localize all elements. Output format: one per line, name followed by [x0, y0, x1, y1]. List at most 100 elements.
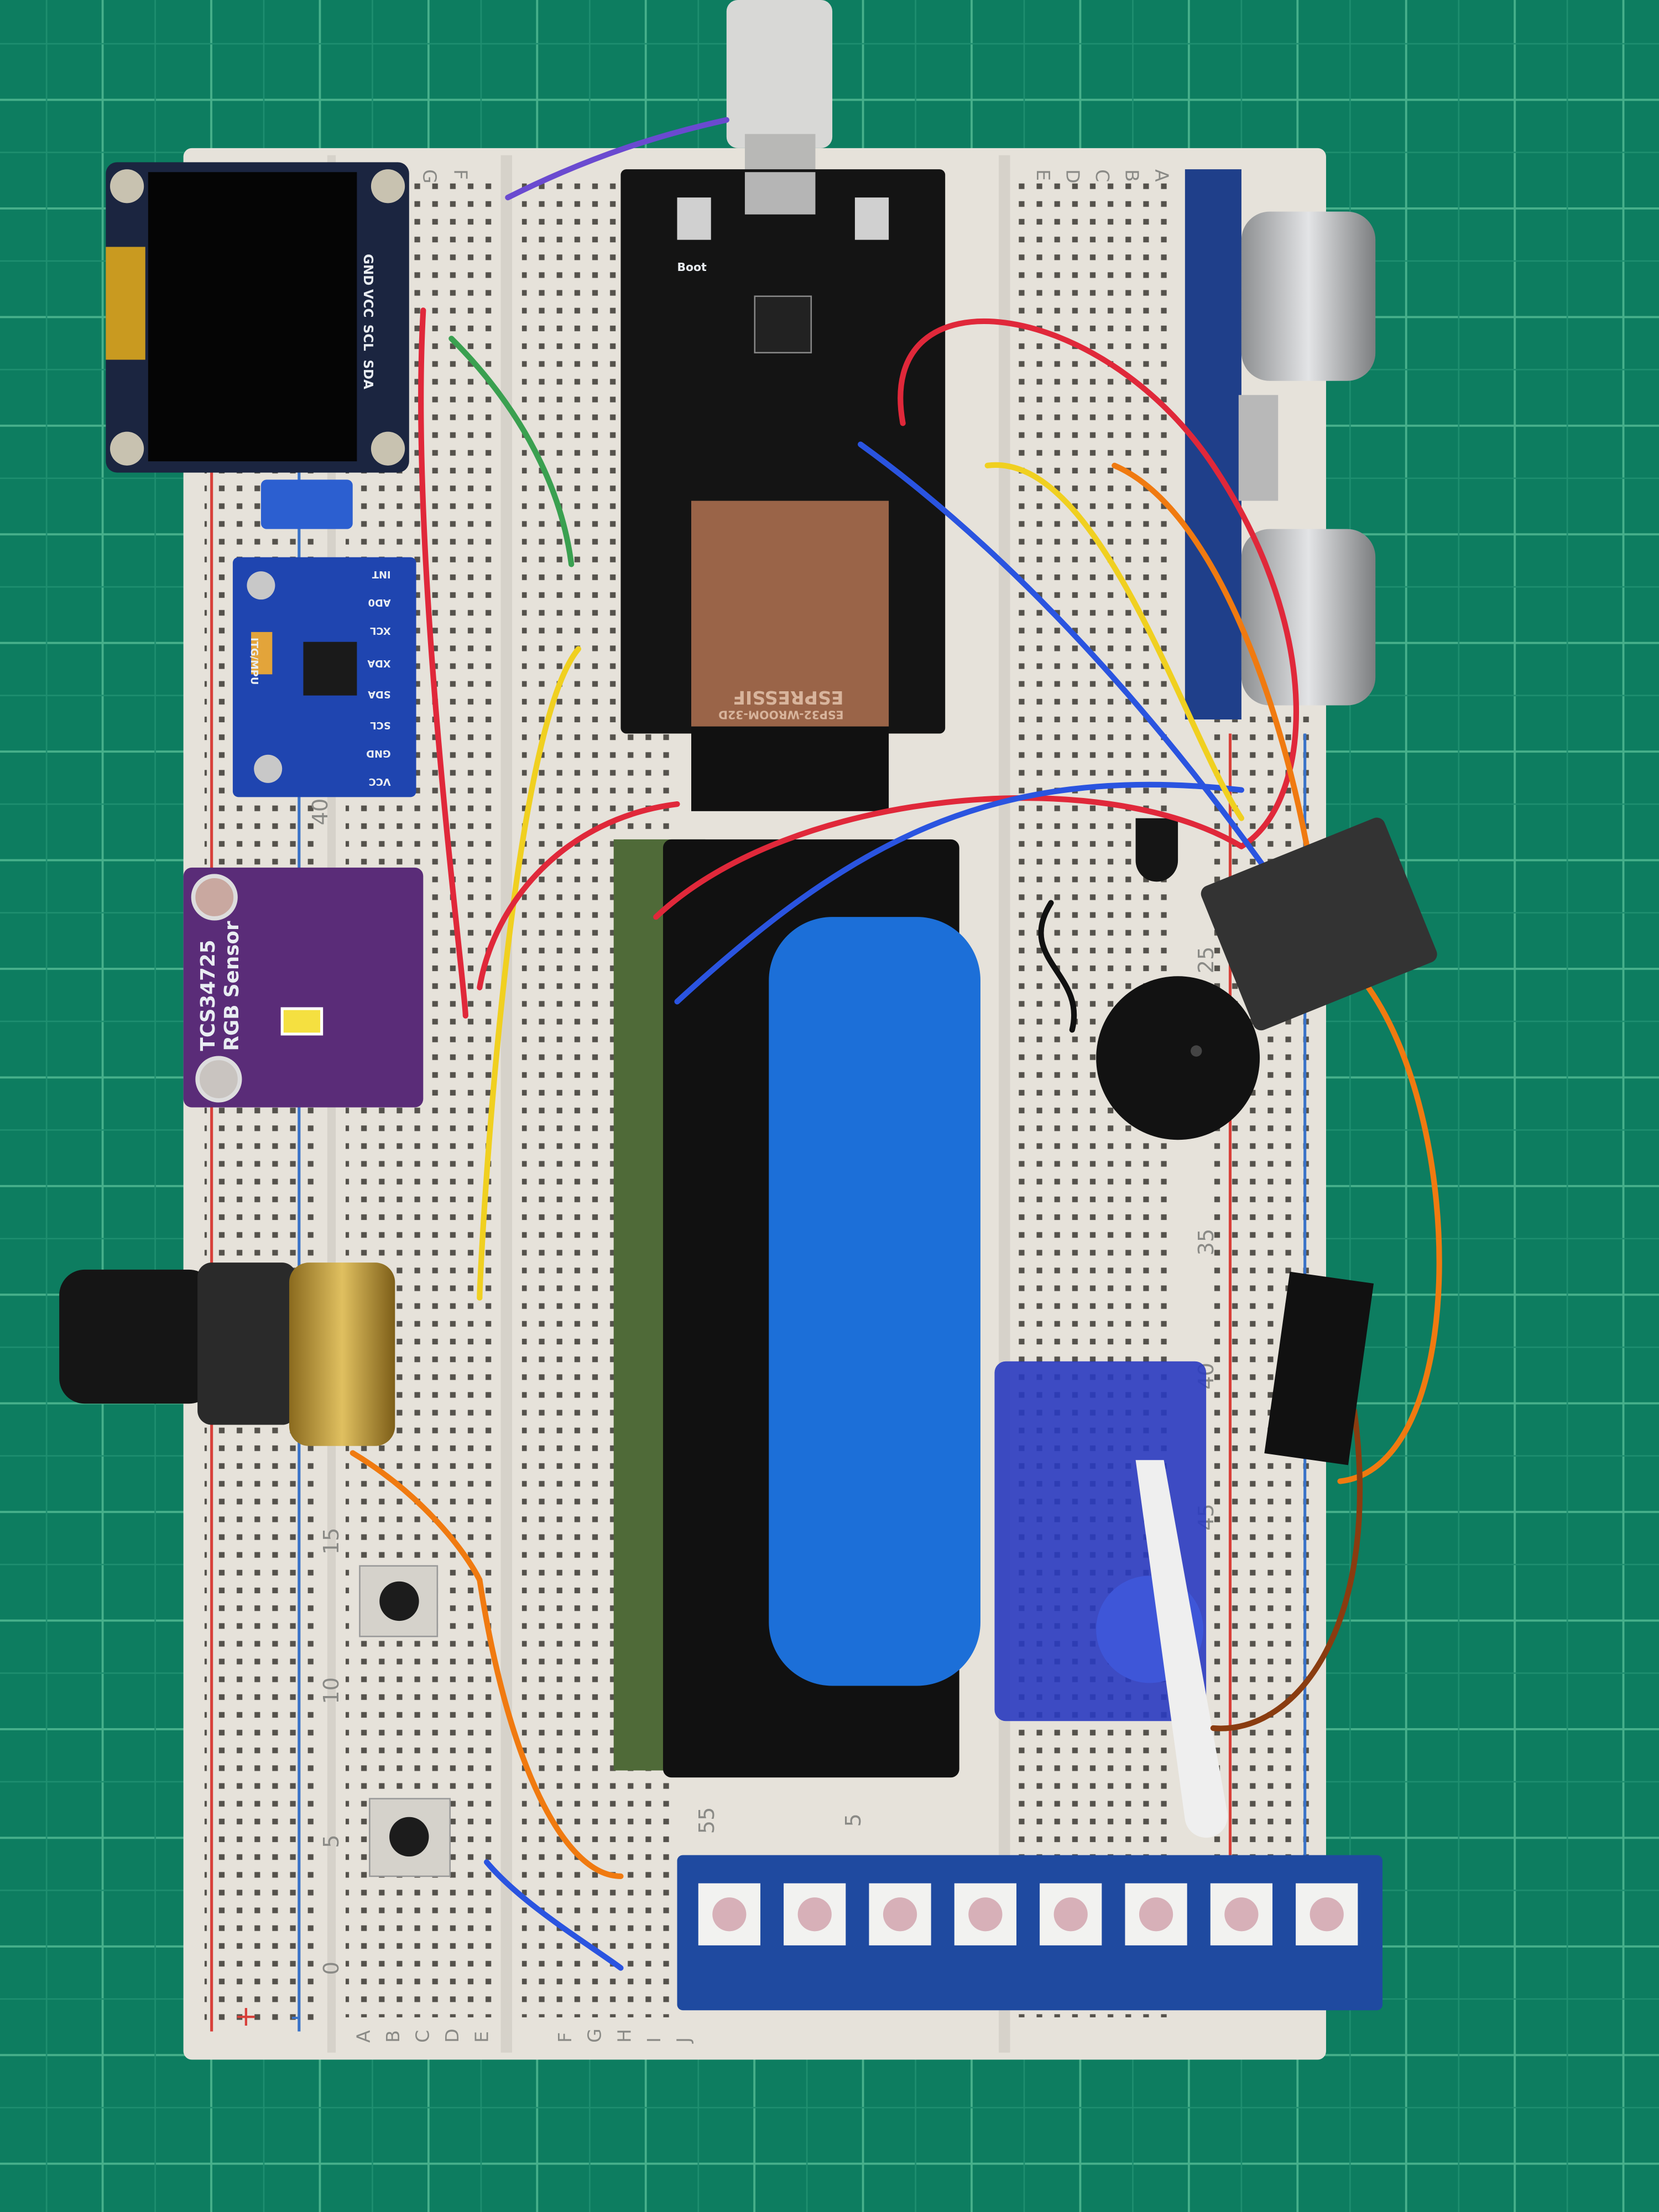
ws2812-led-strip [677, 1855, 1383, 2011]
en-button[interactable] [854, 197, 889, 240]
column-letter: H [613, 2029, 635, 2043]
column-letter: I [643, 2037, 665, 2043]
rgb-led-die [1224, 1897, 1259, 1932]
column-letter: F [450, 169, 471, 180]
mpu-pin-label: AD0 [368, 597, 391, 608]
oled-pin-label: VCC [361, 289, 375, 317]
column-letter: A [1151, 169, 1172, 182]
mpu-chip-label: ITG/MPU [248, 638, 260, 685]
esp32-devkit-board: Boot ESPRESSIF ESP32-WROOM-32D [620, 169, 946, 811]
column-letter: F [554, 2032, 576, 2043]
row-number: 25 [1194, 947, 1219, 974]
ultrasonic-sensor [1185, 169, 1376, 720]
column-letter: A [352, 2030, 374, 2043]
rail-minus-label: - [291, 2000, 301, 2033]
wire-yellow [477, 646, 582, 1301]
velcro-strap [1201, 817, 1437, 1031]
column-letter: C [1092, 169, 1113, 182]
jumper-wires [349, 117, 1442, 1971]
tcs-label-line1: TCS34725 [197, 940, 220, 1051]
oled-screen [148, 172, 357, 462]
mpu6050-module: ITG/MPU INT AD0 XCL XDA SDA SCL GND VCC [232, 557, 416, 797]
wire-red [477, 801, 680, 990]
row-number: 5 [841, 1813, 866, 1827]
row-number: 55 [695, 1807, 719, 1834]
wire-red [653, 795, 1244, 920]
transistor [1135, 818, 1178, 882]
column-letter: E [471, 2031, 493, 2043]
rgb-led-die [712, 1897, 747, 1932]
rgb-led-die [968, 1897, 1003, 1932]
oled-pin-label: SCL [361, 325, 375, 351]
wire-blue [858, 441, 1273, 878]
wire-blue [674, 781, 1244, 1005]
push-button[interactable] [359, 1565, 439, 1637]
wire-orange [349, 1450, 483, 1583]
row-number: 10 [319, 1677, 344, 1704]
wire-red [418, 307, 468, 1019]
row-number: 15 [319, 1528, 344, 1555]
mpu-pin-label: XCL [370, 625, 391, 637]
dupont-connector [1264, 1271, 1374, 1465]
mpu-pin-label: XDA [367, 658, 391, 669]
row-number: 40 [308, 799, 333, 826]
rail-plus-label: + [234, 2000, 258, 2033]
rotary-potentiometer[interactable] [59, 1262, 395, 1446]
column-letter: J [672, 2037, 694, 2044]
white-led [280, 1007, 324, 1036]
wire-yellow [984, 462, 1244, 821]
module-brand: ESPRESSIF [733, 687, 843, 708]
oled-pin-label: SDA [361, 360, 375, 390]
rgb-led-die [883, 1897, 917, 1932]
rgb-led-die [1053, 1897, 1088, 1932]
tcs-label-line2: RGB Sensor [221, 921, 243, 1051]
mpu-pin-label: SDA [368, 688, 391, 700]
tcs34725-rgb-sensor-module: TCS34725 RGB Sensor [183, 867, 424, 1108]
wire-red [898, 318, 1300, 849]
wire-green [448, 336, 575, 567]
rgb-led-die [1310, 1897, 1344, 1932]
oled-display-module: GND VCC SCL SDA [106, 162, 409, 473]
column-letter: G [419, 169, 440, 184]
usb-cable [726, 0, 833, 148]
column-letter: B [1121, 169, 1143, 182]
rgb-led-die [797, 1897, 832, 1932]
mpu-pin-label: GND [366, 748, 390, 759]
wire-orange [1337, 984, 1442, 1484]
column-letter: E [1032, 169, 1054, 181]
boot-button[interactable] [677, 197, 711, 240]
wire-orange [477, 1577, 624, 1879]
push-button[interactable] [369, 1798, 451, 1877]
mpu-chip [303, 641, 357, 696]
column-letter: B [382, 2030, 404, 2043]
boot-label: Boot [677, 260, 707, 274]
rgb-led-die [1139, 1897, 1173, 1932]
micro-servo [994, 1361, 1228, 1838]
micro-usb-port [744, 172, 816, 215]
row-number: 5 [319, 1834, 344, 1848]
wire-orange [1112, 462, 1315, 878]
column-letter: G [584, 2028, 606, 2043]
mpu-pin-label: INT [372, 568, 391, 580]
row-number: 35 [1194, 1229, 1219, 1256]
18650-battery [769, 917, 980, 1686]
buzzer [1096, 976, 1260, 1140]
column-letter: D [1062, 169, 1084, 184]
mpu-pin-label: SCL [370, 719, 390, 731]
esp32-wroom-module [691, 500, 889, 727]
mpu-pin-label: VCC [369, 776, 391, 787]
oled-pin-label: GND [361, 254, 375, 285]
row-number: 0 [319, 1961, 344, 1975]
trimmer-potentiometer[interactable] [260, 479, 353, 529]
module-model: ESP32-WROOM-32D [718, 708, 843, 722]
potentiometer-knob[interactable] [59, 1269, 215, 1404]
wire-black [1038, 900, 1077, 1033]
column-letter: C [412, 2030, 434, 2043]
wire-brown [1210, 1407, 1363, 1731]
usb-uart-chip [754, 295, 812, 354]
wire-blue [484, 1859, 624, 1971]
servo-horn[interactable] [1135, 1460, 1228, 1838]
column-letter: D [441, 2028, 463, 2043]
wire-purple [505, 117, 729, 201]
